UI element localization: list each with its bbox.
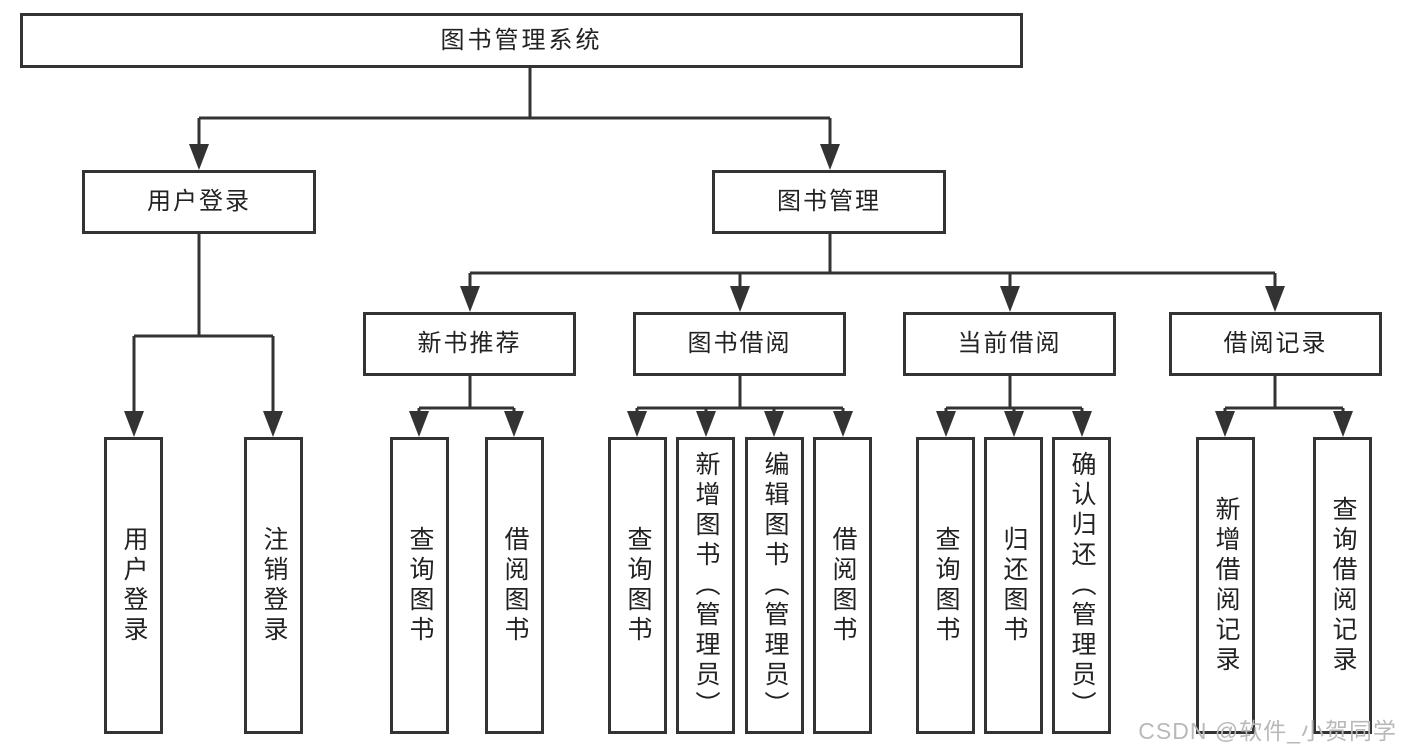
- csdn-watermark: CSDN @软件_小贺同学: [1138, 718, 1397, 744]
- leaf-logout: 注销登录: [244, 437, 303, 734]
- arrowhead: [1265, 286, 1285, 312]
- leaf-add-borrow-record: 新增借阅记录: [1196, 437, 1255, 734]
- leaf-edit-books-admin: 编辑图书（管理员）: [745, 437, 804, 734]
- leaf-query-books-borrow: 查询图书: [608, 437, 667, 734]
- arrowhead: [936, 411, 956, 437]
- arrowhead: [1004, 411, 1024, 437]
- connector-recommend-to-leaves: [409, 376, 524, 437]
- arrowhead: [409, 411, 429, 437]
- connector-current-to-leaves: [936, 376, 1092, 437]
- node-borrow-records: 借阅记录: [1169, 312, 1382, 376]
- leaf-return-books: 归还图书: [984, 437, 1043, 734]
- node-user-login: 用户登录: [82, 170, 316, 234]
- arrowhead: [1333, 411, 1353, 437]
- node-book-borrow: 图书借阅: [633, 312, 846, 376]
- node-new-book-recommend: 新书推荐: [363, 312, 576, 376]
- arrowhead: [1000, 286, 1020, 312]
- arrowhead: [696, 411, 716, 437]
- arrowhead: [263, 411, 283, 437]
- leaf-user-login: 用户登录: [104, 437, 163, 734]
- connector-login-to-leaves: [124, 234, 283, 437]
- connector-borrow-to-leaves: [627, 376, 853, 437]
- leaf-borrow-books-recommend: 借阅图书: [485, 437, 544, 734]
- arrowhead: [189, 144, 209, 170]
- connector-mgmt-to-level3: [460, 234, 1285, 312]
- arrowhead: [460, 286, 480, 312]
- arrowhead: [627, 411, 647, 437]
- arrowhead: [764, 411, 784, 437]
- leaf-borrow-books: 借阅图书: [813, 437, 872, 734]
- connector-records-to-leaves: [1215, 376, 1353, 437]
- leaf-confirm-return-admin: 确认归还（管理员）: [1052, 437, 1111, 734]
- arrowhead: [820, 144, 840, 170]
- connector-root-to-level2: [189, 68, 840, 170]
- arrowhead: [730, 286, 750, 312]
- leaf-query-borrow-record: 查询借阅记录: [1313, 437, 1372, 734]
- leaf-query-books-current: 查询图书: [916, 437, 975, 734]
- leaf-add-books-admin: 新增图书（管理员）: [676, 437, 735, 734]
- arrowhead: [1072, 411, 1092, 437]
- arrowhead: [1215, 411, 1235, 437]
- node-library-system: 图书管理系统: [20, 13, 1023, 68]
- node-current-borrow: 当前借阅: [903, 312, 1116, 376]
- arrowhead: [504, 411, 524, 437]
- arrowhead: [124, 411, 144, 437]
- node-book-management: 图书管理: [712, 170, 946, 234]
- arrowhead: [833, 411, 853, 437]
- leaf-query-books-recommend: 查询图书: [390, 437, 449, 734]
